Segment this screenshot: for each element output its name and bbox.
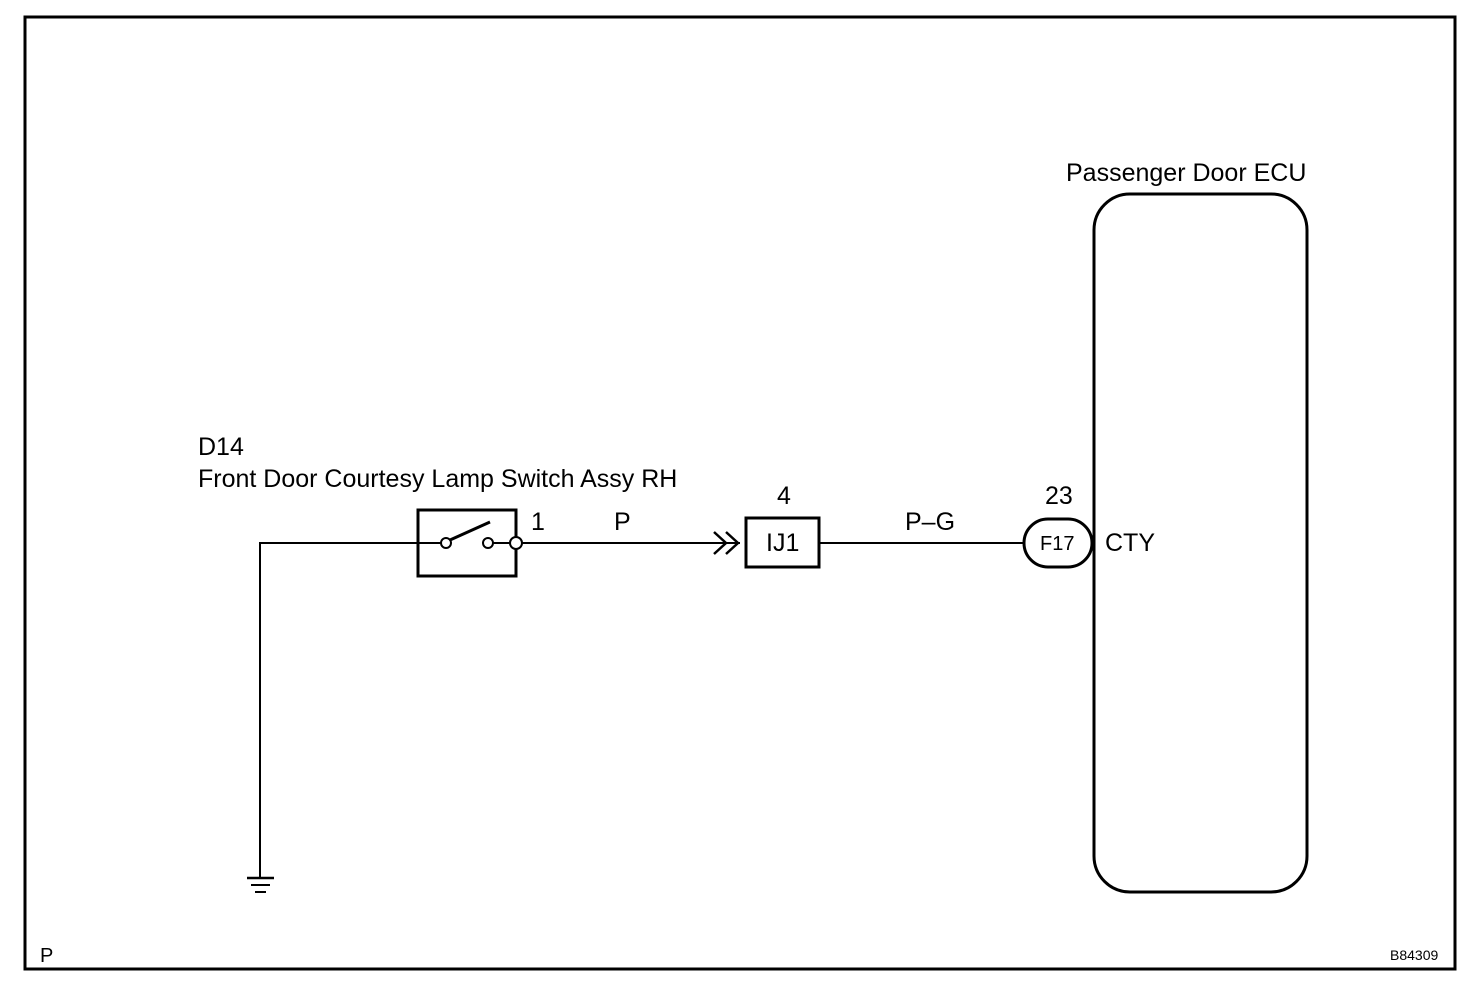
switch-icon (416, 508, 523, 578)
ground-icon (247, 876, 274, 893)
junction-box (744, 516, 821, 569)
ecu-body (1092, 192, 1309, 894)
figure-id: B84309 (1390, 947, 1438, 963)
connector-chevron-icon (713, 531, 740, 555)
ecu-connector (1022, 517, 1094, 569)
ecu-name: Passenger Door ECU (1066, 159, 1306, 187)
junction-pin: 4 (777, 482, 791, 510)
diagram-frame (23, 15, 1457, 971)
switch-code: D14 (198, 433, 244, 461)
wire-color-pg: P–G (905, 508, 955, 536)
ecu-connector-code: F17 (1040, 533, 1074, 555)
junction-code: IJ1 (766, 529, 799, 557)
ecu-terminal: CTY (1105, 529, 1155, 557)
ecu-pin: 23 (1045, 482, 1073, 510)
wire-color-p: P (614, 508, 631, 536)
footer-left-mark: P (40, 945, 53, 967)
switch-pin: 1 (531, 508, 545, 536)
switch-name: Front Door Courtesy Lamp Switch Assy RH (198, 465, 677, 493)
ground-wire (259, 542, 418, 878)
